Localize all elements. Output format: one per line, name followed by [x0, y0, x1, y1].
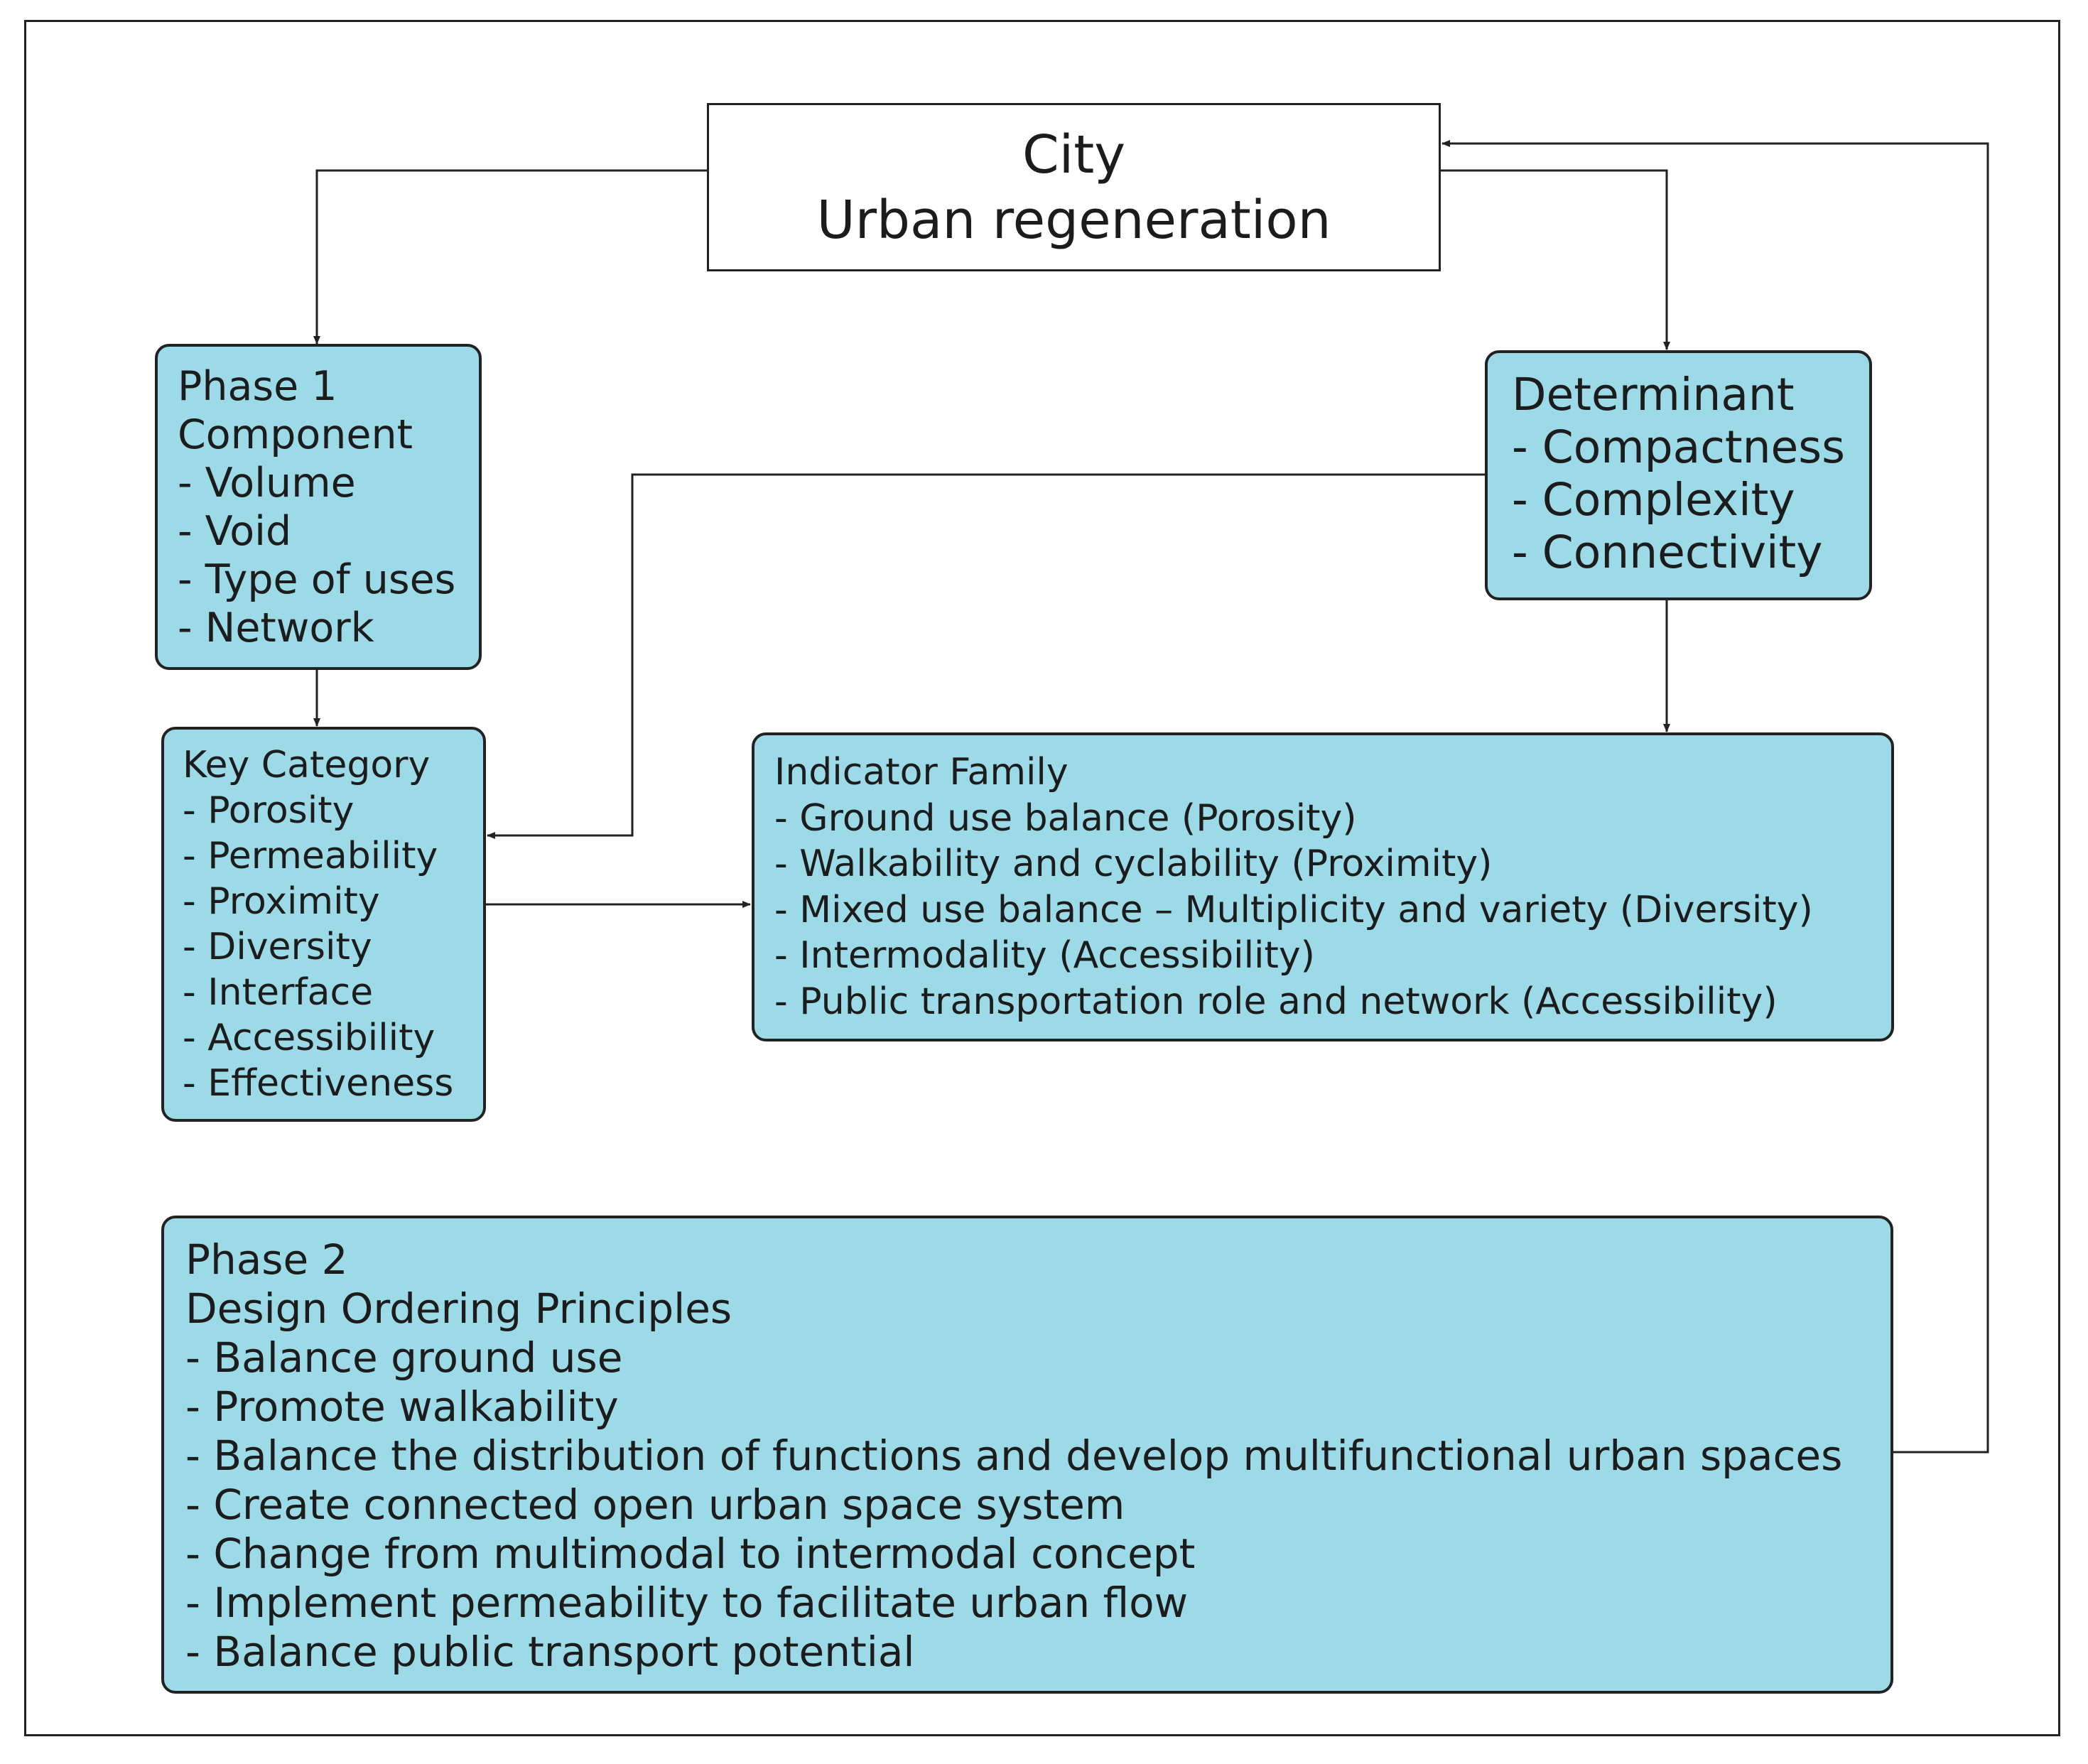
indicator-family-item: - Ground use balance (Porosity) — [774, 796, 1357, 840]
phase2-item: - Balance the distribution of functions … — [185, 1432, 1843, 1480]
phase2-title: Phase 2 — [185, 1235, 348, 1284]
indicator-family-item: - Walkability and cyclability (Proximity… — [774, 843, 1493, 885]
diagram-frame — [24, 20, 2060, 1736]
phase1-subtitle: Component — [178, 411, 413, 458]
phase2-item: - Balance public transport potential — [185, 1628, 915, 1676]
city-subtitle: Urban regeneration — [816, 189, 1331, 251]
phase2-box: Phase 2 Design Ordering Principles - Bal… — [161, 1216, 1893, 1694]
arrow-determinant-to-keycategory — [487, 473, 1485, 839]
determinant-title: Determinant — [1512, 369, 1795, 421]
key-category-item: - Interface — [183, 971, 374, 1014]
indicator-family-item: - Public transportation role and network… — [774, 980, 1778, 1023]
key-category-item: - Diversity — [183, 926, 372, 968]
determinant-box: Determinant - Compactness - Complexity -… — [1485, 350, 1872, 600]
phase2-subtitle: Design Ordering Principles — [185, 1284, 732, 1333]
city-box: City Urban regeneration — [707, 103, 1441, 271]
phase2-item: - Implement permeability to facilitate u… — [185, 1579, 1189, 1627]
phase1-item: - Void — [178, 508, 292, 555]
phase1-title: Phase 1 — [178, 363, 337, 410]
city-title: City — [1022, 124, 1126, 185]
indicator-family-title: Indicator Family — [774, 751, 1069, 794]
arrow-city-to-determinant — [1441, 169, 1670, 350]
phase2-item: - Create connected open urban space syst… — [185, 1481, 1125, 1529]
key-category-item: - Porosity — [183, 789, 355, 832]
indicator-family-item: - Intermodality (Accessibility) — [774, 934, 1315, 977]
arrow-city-to-phase1 — [313, 169, 707, 345]
key-category-item: - Effectiveness — [183, 1062, 454, 1105]
phase1-item: - Network — [178, 605, 374, 651]
key-category-title: Key Category — [183, 744, 431, 786]
phase1-item: - Volume — [178, 460, 356, 507]
arrow-phase2-to-city — [1441, 140, 1989, 1454]
key-category-box: Key Category - Porosity - Permeability -… — [161, 727, 486, 1122]
phase2-item: - Balance ground use — [185, 1333, 623, 1382]
key-category-item: - Accessibility — [183, 1017, 436, 1059]
key-category-item: - Permeability — [183, 835, 438, 877]
determinant-item: - Connectivity — [1512, 526, 1823, 578]
determinant-item: - Compactness — [1512, 421, 1845, 473]
indicator-family-item: - Mixed use balance – Multiplicity and v… — [774, 888, 1813, 931]
phase1-box: Phase 1 Component - Volume - Void - Type… — [155, 344, 482, 670]
phase2-item: - Promote walkability — [185, 1382, 619, 1431]
key-category-item: - Proximity — [183, 880, 380, 923]
phase2-item: - Change from multimodal to intermodal c… — [185, 1530, 1196, 1578]
determinant-item: - Complexity — [1512, 474, 1795, 526]
indicator-family-box: Indicator Family - Ground use balance (P… — [752, 732, 1894, 1041]
phase1-item: - Type of uses — [178, 556, 456, 603]
